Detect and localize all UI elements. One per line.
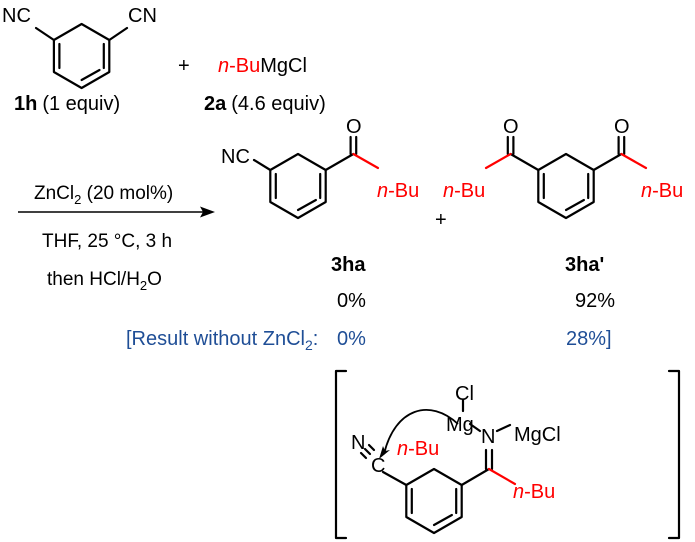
dash: - xyxy=(229,55,236,77)
chloride-on-mg: Cl xyxy=(455,383,474,405)
compound-label-3ha: 3ha xyxy=(331,254,366,276)
yield-3ha-prime: 92% xyxy=(575,290,615,312)
plus-sign-products: + xyxy=(435,209,447,231)
mgcl-group: MgCl xyxy=(260,55,307,77)
carbonyl-oxygen-right: O xyxy=(614,116,630,138)
imine-nitrogen: N xyxy=(481,426,495,448)
butyl-on-mg: n-Bu xyxy=(397,438,439,460)
reaction-arrow-head xyxy=(200,206,215,218)
nitrile-carbon: C xyxy=(371,455,385,477)
condition-catalyst: ZnCl2 (20 mol%) xyxy=(34,183,173,207)
reagent-2a-formula: n-BuMgCl xyxy=(218,55,307,77)
yield-3ha: 0% xyxy=(337,290,366,312)
compound-label-3ha-prime: 3ha' xyxy=(565,254,604,276)
butyl-group: Bu xyxy=(236,55,260,77)
equiv-2a: (4.6 equiv) xyxy=(231,93,326,115)
n-prefix: n xyxy=(218,55,229,77)
comparison-yield-3ha: 0% xyxy=(337,328,366,350)
intermediate-structure xyxy=(359,398,517,535)
compound-label-2a: 2a xyxy=(204,93,227,115)
carbonyl-oxygen: O xyxy=(346,116,362,138)
carbonyl-oxygen-left: O xyxy=(503,116,519,138)
nitrile-group-left: NC xyxy=(2,5,31,27)
butyl-chain-left: n-Bu xyxy=(443,180,485,202)
nitrile-nitrogen: N xyxy=(351,432,365,454)
compound-label-1h: 1h xyxy=(14,93,37,115)
butyl-chain: n-Bu xyxy=(377,180,419,202)
curved-electron-arrow xyxy=(383,409,459,455)
nitrile-group: NC xyxy=(221,146,250,168)
butyl-on-imine-carbon: n-Bu xyxy=(513,481,555,503)
butyl-chain-right: n-Bu xyxy=(641,180,683,202)
comparison-note: [Result without ZnCl2: xyxy=(126,328,318,353)
nitrile-group-right: CN xyxy=(128,5,157,27)
mgcl-on-nitrogen: MgCl xyxy=(514,424,561,446)
intermediate-brackets xyxy=(334,369,681,540)
equiv-1h: (1 equiv) xyxy=(42,93,120,115)
condition-solvent-temp-time: THF, 25 °C, 3 h xyxy=(42,231,172,252)
product-3ha-structure xyxy=(252,135,380,220)
reagent-2a-caption: 2a(4.6 equiv) xyxy=(204,93,326,115)
product-3ha-prime-structure xyxy=(484,135,648,220)
comparison-yield-3ha-prime: 28%] xyxy=(566,328,612,350)
isophthalonitrile-structure xyxy=(34,22,129,90)
magnesium-center: Mg xyxy=(446,414,474,436)
condition-workup: then HCl/H2O xyxy=(47,269,162,293)
plus-sign-reactants: + xyxy=(178,55,190,77)
reactant-1-caption: 1h(1 equiv) xyxy=(14,93,120,115)
